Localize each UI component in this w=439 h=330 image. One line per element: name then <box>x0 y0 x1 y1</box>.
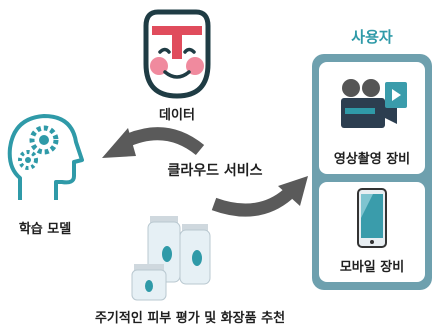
arrow-to-user-icon <box>211 176 308 217</box>
video-camera-icon <box>341 79 407 128</box>
smartphone-icon <box>357 188 387 248</box>
mobile-device-label: 모바일 장비 <box>339 260 405 275</box>
user-panel: 영상촬영 장비 모바일 장비 <box>312 54 432 290</box>
face-icon <box>143 9 211 99</box>
arrow-to-model-icon <box>102 127 205 158</box>
data-label: 데이터 <box>159 108 195 123</box>
recommend-label: 주기적인 피부 평가 및 화장품 추천 <box>94 311 286 326</box>
cosmetics-icon <box>131 216 211 301</box>
model-label: 학습 모델 <box>18 222 72 237</box>
mobile-device-card: 모바일 장비 <box>319 182 425 282</box>
user-panel-title: 사용자 <box>351 28 393 46</box>
video-device-label: 영상촬영 장비 <box>333 152 411 167</box>
cloud-service-label: 클라우드 서비스 <box>167 163 263 179</box>
head-gears-icon <box>7 114 84 200</box>
video-device-card: 영상촬영 장비 <box>319 62 425 174</box>
